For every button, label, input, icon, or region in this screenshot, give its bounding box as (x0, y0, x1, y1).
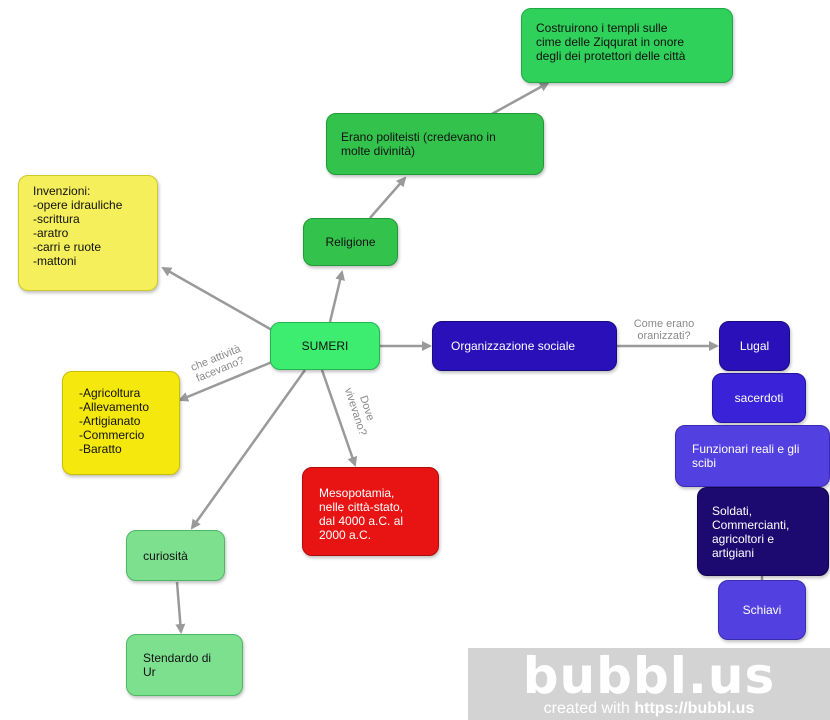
node-stendardo[interactable]: Stendardo di Ur (126, 634, 243, 696)
edge-sumeri-invenzioni (161, 266, 273, 332)
node-curiosita[interactable]: curiosità (126, 530, 225, 581)
node-politeisti[interactable]: Erano politeisti (credevano in molte div… (326, 113, 544, 175)
edge-label-come: Come erano oranizzati? (633, 318, 695, 342)
edge-curiosita-stendardo (175, 581, 186, 634)
edge-politeisti-templi (489, 81, 550, 117)
edge-sumeri-religione (328, 270, 345, 323)
node-religione[interactable]: Religione (303, 218, 398, 266)
edge-sumeri-mesopotamia (320, 369, 358, 467)
node-schiavi[interactable]: Schiavi (718, 580, 806, 640)
watermark-credit-url[interactable]: https://bubbl.us (634, 700, 755, 717)
node-soldati[interactable]: Soldati, Commercianti, agricoltori e art… (697, 487, 829, 576)
node-templi[interactable]: Costruirono i templi sulle cime delle Zi… (521, 8, 733, 83)
node-organizzazione[interactable]: Organizzazione sociale (432, 321, 617, 371)
node-sumeri[interactable]: SUMERI (270, 322, 380, 370)
edge-religione-politeisti (369, 176, 407, 219)
bubbl-logo: bubbl.us (522, 647, 776, 705)
watermark-credit-prefix: created with (543, 700, 630, 717)
edge-sumeri-attivita (178, 360, 273, 402)
node-mesopotamia[interactable]: Mesopotamia, nelle città-stato, dal 4000… (302, 467, 439, 556)
edge-sumeri-curiosita (190, 369, 307, 530)
node-sacerdoti[interactable]: sacerdoti (712, 373, 806, 423)
bubbl-watermark: bubbl.us created with https://bubbl.us (468, 648, 830, 720)
node-lugal[interactable]: Lugal (719, 321, 790, 371)
node-funzionari[interactable]: Funzionari reali e gli scibi (675, 425, 830, 487)
watermark-credit: created with https://bubbl.us (478, 700, 820, 718)
node-invenzioni[interactable]: Invenzioni: -opere idrauliche -scrittura… (18, 175, 158, 291)
node-attivita[interactable]: -Agricoltura -Allevamento -Artigianato -… (62, 371, 180, 475)
